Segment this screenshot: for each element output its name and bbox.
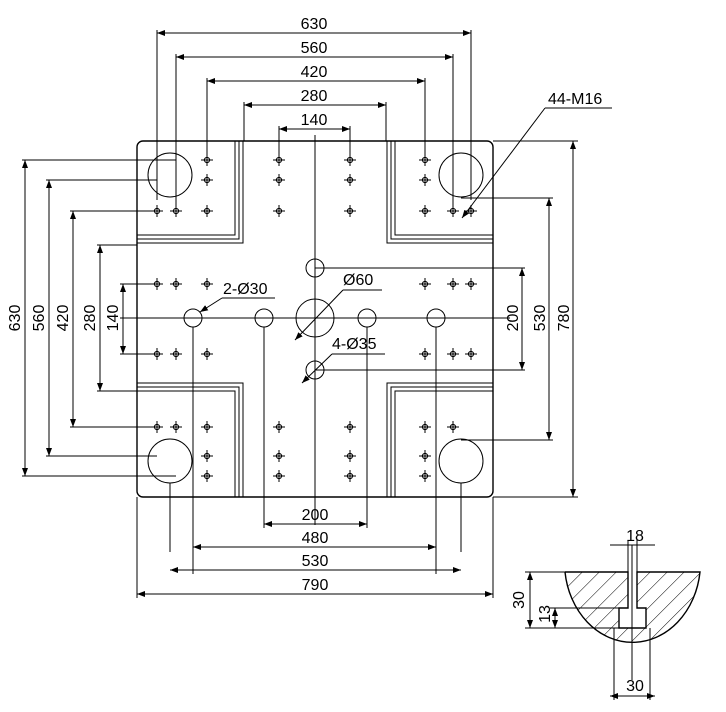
tapped-hole-marker [273,174,285,186]
detail-width-bottom: 30 [626,678,644,695]
callout-center-hole: Ø60 [343,272,373,289]
left-dimension-labels: 630 560 420 280 140 [7,305,122,332]
top-dimension-labels: 630 560 420 280 140 [301,16,328,129]
dim-label-bottom-530: 530 [302,553,329,570]
tapped-hole-marker [344,174,356,186]
tapped-hole-marker [447,348,459,360]
dim-label-top-280: 280 [301,88,328,105]
dim-label-right-530: 530 [532,305,549,332]
tapped-hole-marker [344,470,356,482]
callouts: 44-M16 2-Ø30 Ø60 4-Ø35 [199,91,612,384]
tapped-hole-marker [419,421,431,433]
tie-bar-hole [147,152,193,198]
tapped-hole-marker [419,174,431,186]
tapped-hole-marker [344,450,356,462]
right-dimension-labels: 200 530 780 [505,305,573,332]
dim-label-right-200: 200 [505,305,522,332]
dim-label-left-560: 560 [31,305,48,332]
tapped-hole-marker [419,205,431,217]
detail-depth-slot: 13 [537,605,554,623]
detail-width-top: 18 [626,528,644,545]
dim-label-bottom-200: 200 [302,507,329,524]
dim-label-right-780: 780 [556,305,573,332]
tapped-hole-marker [344,421,356,433]
tapped-hole-marker [465,348,477,360]
tapped-hole-marker [170,278,182,290]
tapped-hole-marker [201,470,213,482]
tapped-hole-marker [419,470,431,482]
dim-label-top-560: 560 [301,40,328,57]
tapped-hole-marker [201,348,213,360]
tapped-hole-marker [465,278,477,290]
tapped-hole-marker [201,421,213,433]
center-hole [295,298,335,338]
callout-four-holes: 4-Ø35 [332,336,377,353]
tapped-hole-marker [344,205,356,217]
detail-depth-total: 30 [511,591,528,609]
tapped-hole-marker [201,205,213,217]
t-slot-detail: 18 30 30 13 [511,528,701,700]
tapped-hole-marker [273,470,285,482]
tapped-hole-marker [419,450,431,462]
dim-label-top-630: 630 [301,16,328,33]
tapped-hole-marker [447,278,459,290]
tie-bar-hole [438,438,484,484]
tie-bar-hole [438,152,484,198]
callout-two-holes: 2-Ø30 [223,281,268,298]
tapped-hole-marker [419,348,431,360]
extension-lines [22,30,578,598]
tapped-hole-marker [273,421,285,433]
tapped-hole-marker [201,450,213,462]
tapped-hole-marker [170,348,182,360]
tapped-hole-marker [447,421,459,433]
tapped-hole-marker [419,278,431,290]
dim-label-bottom-480: 480 [302,530,329,547]
dim-label-left-280: 280 [82,305,99,332]
dim-label-left-420: 420 [55,305,72,332]
tapped-holes [151,154,477,482]
dim-label-bottom-790: 790 [302,577,329,594]
tapped-hole-marker [201,174,213,186]
tapped-hole-marker [170,421,182,433]
dim-label-top-420: 420 [301,64,328,81]
bottom-dimension-labels: 200 480 530 790 [302,507,329,594]
tapped-hole-marker [273,205,285,217]
dim-label-left-140: 140 [105,305,122,332]
dim-label-top-140: 140 [301,112,328,129]
tapped-hole-marker [273,450,285,462]
tapped-hole-marker [201,278,213,290]
center-lines [120,135,510,525]
callout-tapped-holes: 44-M16 [548,91,602,108]
dimension-lines [22,30,576,597]
t-slot-outlines [137,141,493,497]
dim-label-left-630: 630 [7,305,24,332]
